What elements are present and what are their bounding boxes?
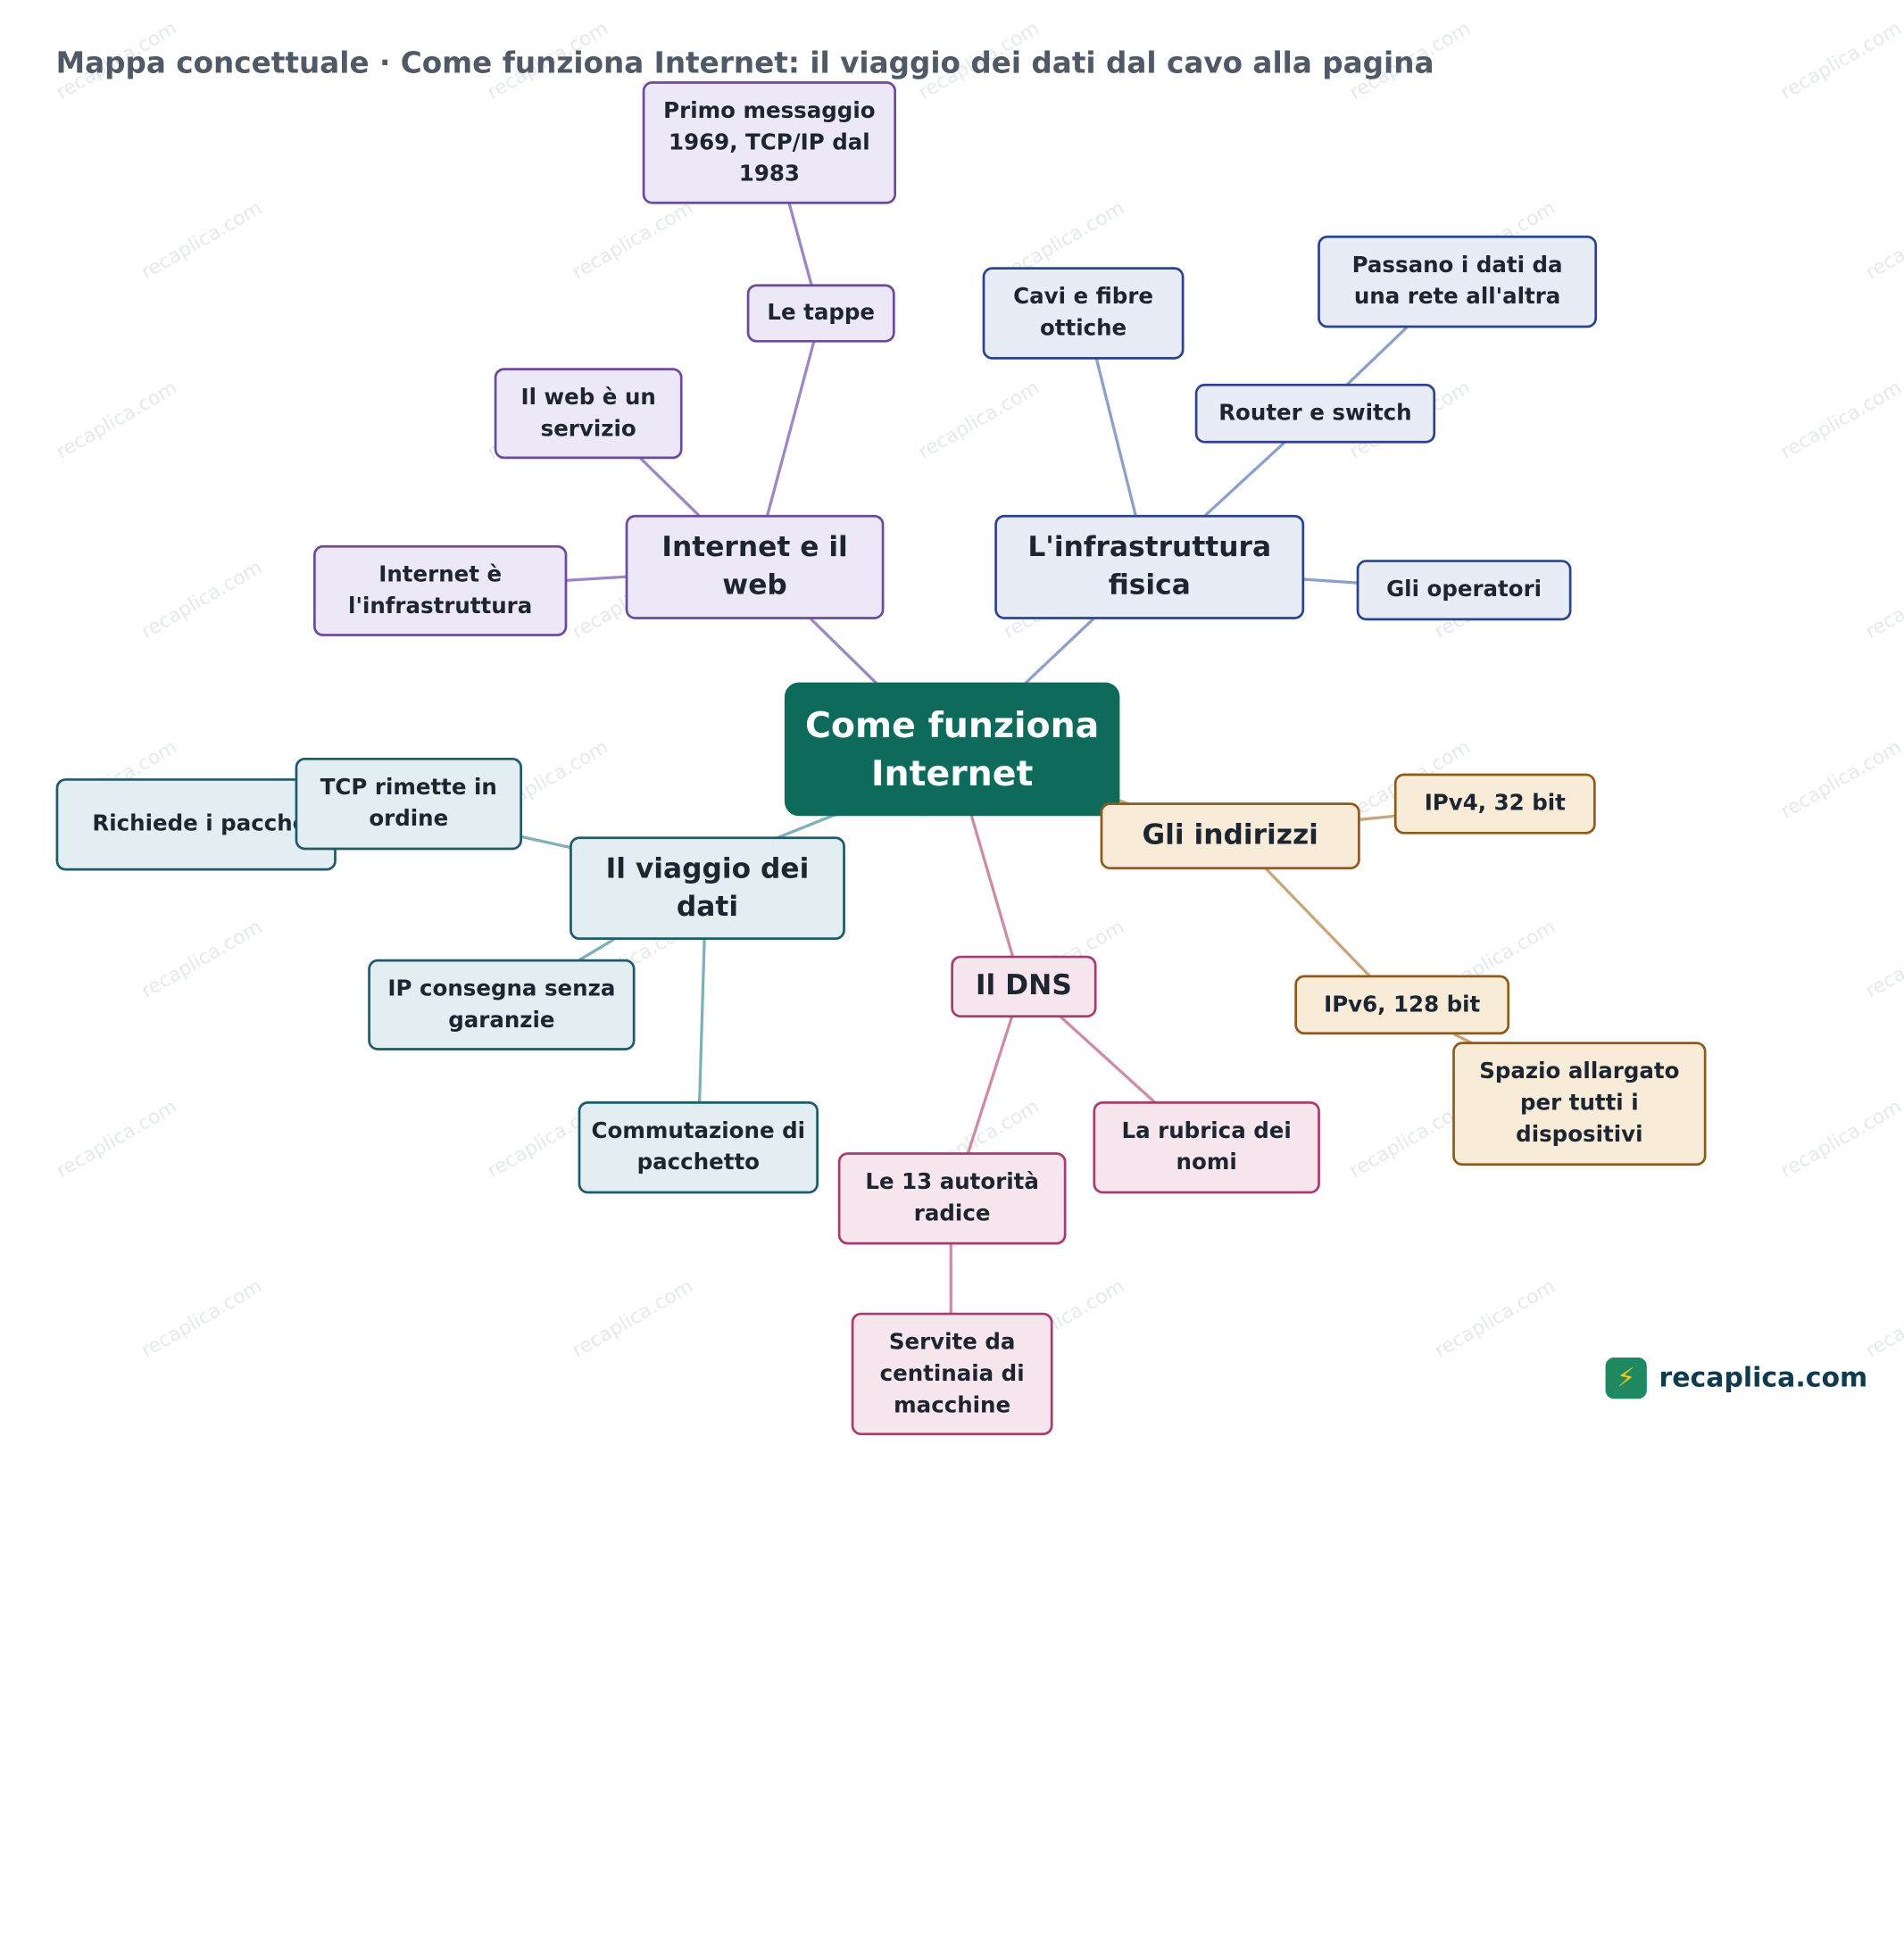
link-tappe-primo (787, 202, 813, 286)
link-web-infra (564, 575, 628, 582)
branch-dns[interactable]: Il DNS (951, 955, 1097, 1018)
node-ip-consegna[interactable]: IP consegna senza garanzie (368, 959, 636, 1050)
node-ipv6[interactable]: IPv6, 128 bit (1294, 975, 1510, 1035)
node-primo-messaggio[interactable]: Primo messaggio 1969, TCP/IP dal 1983 (642, 81, 897, 204)
branch-internet-web[interactable]: Internet e il web (625, 514, 885, 619)
link-web-tappe (766, 341, 816, 517)
link-dns-autorita (966, 1016, 1013, 1156)
branch-viaggio-dati[interactable]: Il viaggio dei dati (570, 836, 845, 941)
root-node[interactable]: Come funziona Internet (784, 682, 1120, 817)
node-rubrica-nomi[interactable]: La rubrica dei nomi (1093, 1100, 1320, 1194)
bolt-icon: ⚡ (1605, 1358, 1647, 1399)
node-operatori[interactable]: Gli operatori (1356, 560, 1572, 621)
link-infra-operatori (1301, 577, 1359, 585)
link-dns-rubrica (1060, 1016, 1156, 1103)
branch-infrastruttura[interactable]: L'infrastruttura fisica (994, 514, 1305, 619)
node-servite-macchine[interactable]: Servite da centinaia di macchine (851, 1312, 1053, 1436)
node-ipv4[interactable]: IPv4, 32 bit (1393, 773, 1596, 834)
connector-lines (278, 202, 1476, 1315)
link-indirizzi-ipv6 (1264, 867, 1372, 978)
link-router-passano (1346, 326, 1409, 386)
link-viaggio-ip (578, 938, 615, 961)
page-title: Mappa concettuale · Come funziona Intern… (55, 46, 1434, 80)
branch-indirizzi[interactable]: Gli indirizzi (1100, 802, 1360, 870)
link-infra-cavi (1094, 358, 1137, 517)
link-root-internet-web (810, 618, 881, 688)
brand-logo[interactable]: ⚡ recaplica.com (1605, 1358, 1868, 1399)
link-root-infrastruttura (1024, 618, 1095, 685)
node-router-switch[interactable]: Router e switch (1194, 383, 1436, 444)
node-13-autorita[interactable]: Le 13 autorità radice (837, 1152, 1067, 1245)
link-web-servizio (639, 457, 700, 517)
link-root-viaggio (776, 811, 840, 840)
node-internet-infrastruttura[interactable]: Internet è l'infrastruttura (313, 544, 568, 636)
link-indirizzi-ipv4 (1357, 814, 1397, 821)
node-passano-dati[interactable]: Passano i dati da una rete all'altra (1318, 235, 1598, 328)
brand-logo-text: recaplica.com (1659, 1363, 1868, 1394)
node-le-tappe[interactable]: Le tappe (746, 284, 895, 343)
link-viaggio-commutazione (698, 938, 706, 1103)
link-root-dns (969, 814, 1015, 959)
node-richiede-pacchetti[interactable]: Richiede i pacchetti mancanti (55, 778, 337, 871)
link-infra-router (1204, 441, 1285, 517)
node-cavi-fibre[interactable]: Cavi e fibre ottiche (982, 267, 1185, 360)
node-spazio-allargato[interactable]: Spazio allargato per tutti i dispositivi (1452, 1042, 1707, 1167)
node-commutazione[interactable]: Commutazione di pacchetto (578, 1100, 819, 1194)
node-web-servizio[interactable]: Il web è un servizio (494, 368, 683, 460)
node-tcp-ordine[interactable]: TCP rimette in ordine (295, 757, 523, 851)
link-viaggio-tcp (520, 834, 573, 850)
